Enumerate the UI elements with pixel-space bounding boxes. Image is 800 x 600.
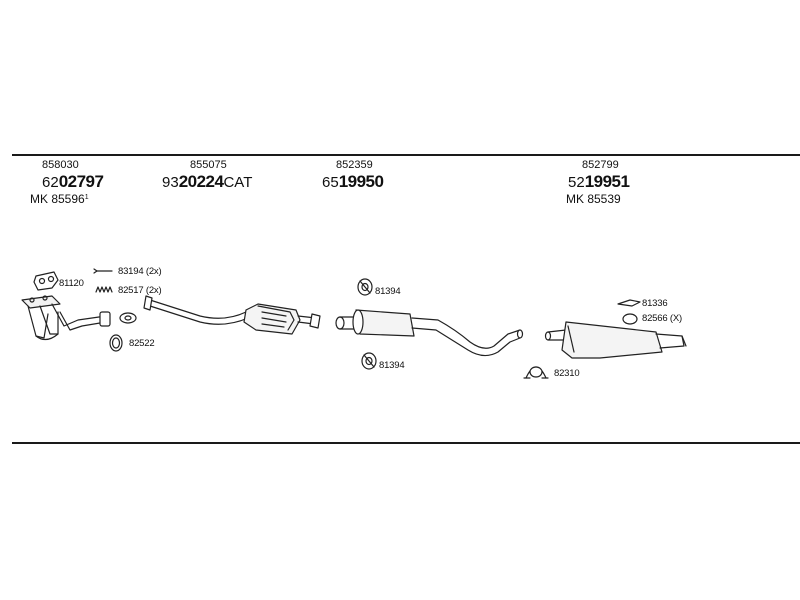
part-label-81336: 81336 [642,298,668,309]
front-pipe-drawing [21,295,111,341]
group-ref: 855075 [190,159,227,171]
part-label-83194: 83194 (2x) [118,266,162,277]
part-label-81394-bottom: 81394 [379,360,405,371]
group-code: 9320224CAT [162,172,253,191]
group-middle-silencer: 852359 6519950 [322,159,384,192]
top-divider [12,154,800,156]
gasket-small-drawing [119,312,137,324]
group-code: 6202797 [42,172,104,191]
part-label-82517: 82517 (2x) [118,285,162,296]
part-label-81394-top: 81394 [375,286,401,297]
gasket-81120-drawing [33,271,59,291]
ring-82522-drawing [109,334,123,352]
group-code: 5219951 [568,172,630,191]
part-label-82566: 82566 (X) [642,313,682,324]
bolt-83194-drawing [93,268,113,274]
bottom-divider [12,442,800,444]
group-mk: MK 855961 [30,192,89,206]
group-rear-silencer: 852799 5219951 MK 85539 [566,159,630,207]
group-ref: 858030 [42,159,79,171]
ring-82566-drawing [622,313,638,325]
rear-silencer-drawing [544,321,687,359]
group-catalyst: 855075 9320224CAT [162,159,252,192]
middle-silencer-drawing [335,309,524,357]
part-label-81120: 81120 [59,278,84,289]
mount-81394-bottom-drawing [361,352,377,370]
group-front-pipe: 858030 6202797 MK 855961 [30,159,104,207]
spring-82517-drawing [95,286,113,293]
group-ref: 852359 [336,159,373,171]
part-label-82310: 82310 [554,368,580,379]
clamp-82310-drawing [523,366,549,379]
group-mk: MK 85539 [566,192,621,206]
group-ref: 852799 [582,159,619,171]
mount-81394-top-drawing [357,278,373,296]
group-code: 6519950 [322,172,384,191]
catalyst-drawing [143,295,321,335]
part-label-82522: 82522 [129,338,155,349]
hanger-81336-drawing [617,299,641,307]
